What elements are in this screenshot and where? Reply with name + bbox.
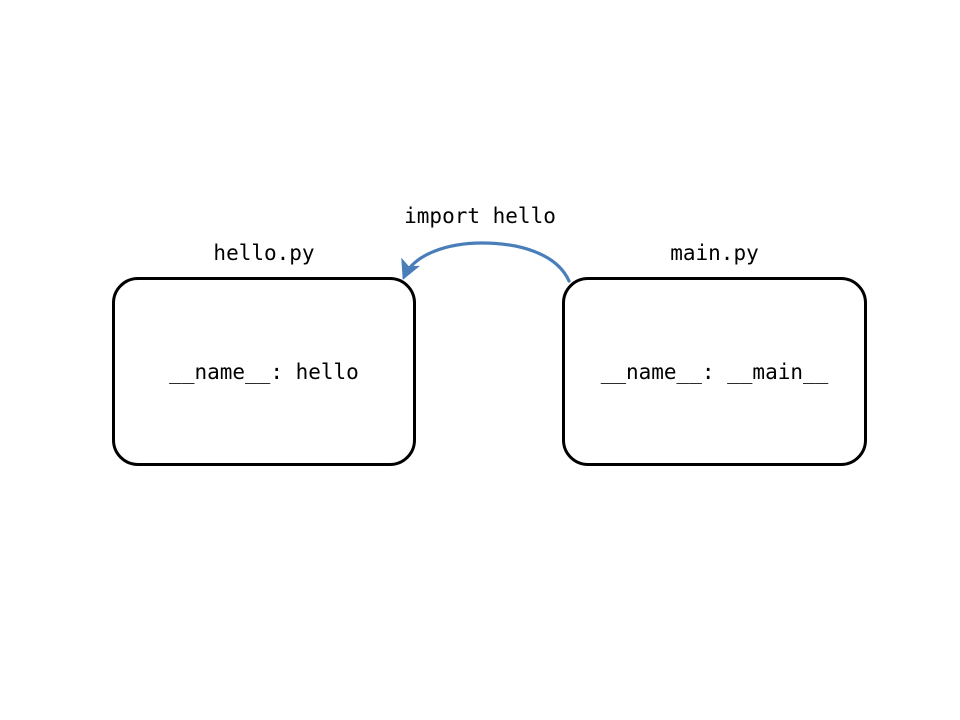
module-name-value-hello: __name__: hello: [169, 359, 359, 384]
module-box-main: __name__: __main__: [562, 277, 867, 466]
module-name-value-main: __name__: __main__: [600, 359, 829, 384]
import-arrow-path: [401, 241, 571, 283]
node-caption-main: main.py: [670, 241, 759, 265]
module-box-hello: __name__: hello: [112, 277, 416, 466]
edge-label-import: import hello: [404, 204, 556, 228]
node-caption-hello: hello.py: [213, 241, 315, 265]
